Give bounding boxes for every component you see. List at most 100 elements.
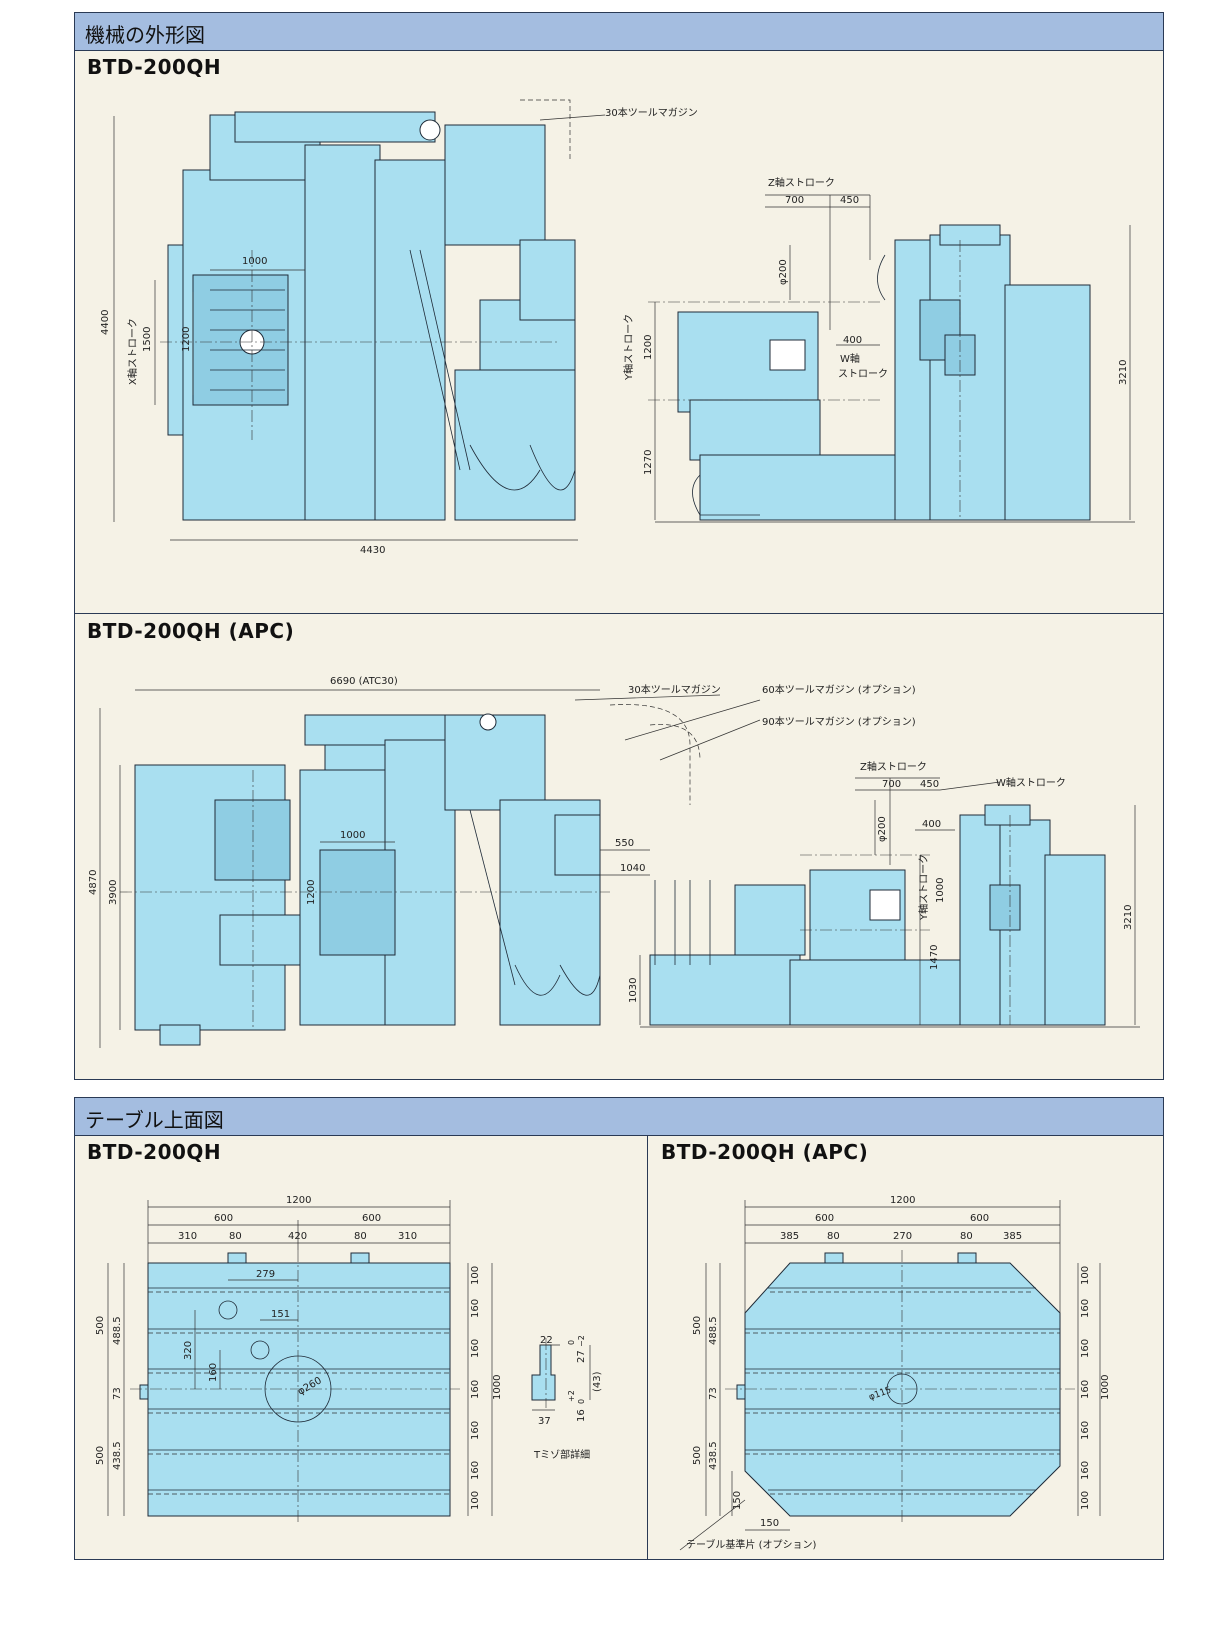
y-axis-stroke-label: Y軸ストローク bbox=[622, 314, 635, 381]
magazine-30: 30本ツールマガジン bbox=[628, 683, 721, 696]
dim-80-right-apc: 80 bbox=[960, 1231, 973, 1242]
tslot-tol-0b: 0 bbox=[577, 1399, 586, 1404]
dim-80-left: 80 bbox=[229, 1231, 242, 1242]
dim-400: 400 bbox=[843, 335, 862, 346]
dim-1200-y: 1200 bbox=[643, 335, 654, 360]
dim-1270: 1270 bbox=[643, 450, 654, 475]
right-dim-2: 160 bbox=[470, 1299, 481, 1318]
table-reference-label: テーブル基準片 (オプション) bbox=[686, 1538, 816, 1551]
dim-151: 151 bbox=[271, 1309, 290, 1320]
dim-500-bottom: 500 bbox=[95, 1446, 106, 1465]
dim-80-left-apc: 80 bbox=[827, 1231, 840, 1242]
dim-1000: 1000 bbox=[492, 1375, 503, 1400]
dim-500-top-apc: 500 bbox=[692, 1316, 703, 1335]
dim-6690: 6690 (ATC30) bbox=[330, 676, 398, 687]
dim-1000: 1000 bbox=[340, 830, 365, 841]
dim-385-right: 385 bbox=[1003, 1231, 1022, 1242]
apc-plan-view bbox=[99, 689, 761, 1048]
model-title-apc: BTD-200QH (APC) bbox=[87, 619, 295, 643]
tslot-dim-22: 22 bbox=[540, 1335, 553, 1346]
dim-1200: 1200 bbox=[306, 880, 317, 905]
side-view bbox=[648, 194, 1135, 523]
dim-438-5: 438.5 bbox=[112, 1441, 123, 1470]
dim-1200: 1200 bbox=[286, 1195, 311, 1206]
magazine-60: 60本ツールマガジン (オプション) bbox=[762, 683, 916, 696]
model-title: BTD-200QH bbox=[87, 55, 222, 79]
dim-3210-apc: 3210 bbox=[1123, 905, 1134, 930]
w-axis-label-stroke: ストローク bbox=[838, 368, 888, 380]
dim-500-bottom-apc: 500 bbox=[692, 1446, 703, 1465]
dim-600-right: 600 bbox=[362, 1213, 381, 1224]
dim-73-apc: 73 bbox=[708, 1387, 719, 1400]
tslot-detail bbox=[531, 1338, 591, 1411]
dim-488-5-apc: 488.5 bbox=[708, 1316, 719, 1345]
dim-279: 279 bbox=[256, 1269, 275, 1280]
dim-1500: 1500 bbox=[142, 327, 153, 352]
right-dim-6-apc: 160 bbox=[1080, 1461, 1091, 1480]
tslot-tol-plus2: +2 bbox=[567, 1390, 576, 1402]
section-divider bbox=[647, 1136, 648, 1559]
section-title: 機械の外形図 bbox=[85, 23, 205, 47]
tslot-dim-43: (43) bbox=[592, 1371, 603, 1392]
dim-phi200: φ200 bbox=[778, 259, 789, 285]
dim-150-horizontal: 150 bbox=[760, 1518, 779, 1529]
dim-600-right-apc: 600 bbox=[970, 1213, 989, 1224]
dim-700-apc: 700 bbox=[882, 779, 901, 790]
dim-385-left: 385 bbox=[780, 1231, 799, 1242]
dim-4870: 4870 bbox=[88, 870, 99, 895]
dim-4400: 4400 bbox=[100, 310, 111, 335]
dim-420: 420 bbox=[288, 1231, 307, 1242]
dim-400-apc: 400 bbox=[922, 819, 941, 830]
right-dim-5-apc: 160 bbox=[1080, 1421, 1091, 1440]
right-dim-3-apc: 160 bbox=[1080, 1339, 1091, 1358]
table-plan-b bbox=[679, 1200, 1101, 1551]
model-title: BTD-200QH bbox=[87, 1140, 222, 1164]
dim-600-left-apc: 600 bbox=[815, 1213, 834, 1224]
dim-438-5-apc: 438.5 bbox=[708, 1441, 719, 1470]
x-axis-stroke-label: X軸ストローク bbox=[126, 318, 139, 385]
dim-73: 73 bbox=[112, 1387, 123, 1400]
dim-1040: 1040 bbox=[620, 863, 645, 874]
dim-310-left: 310 bbox=[178, 1231, 197, 1242]
section-header: テーブル上面図 bbox=[75, 1098, 1163, 1136]
right-dim-7: 100 bbox=[470, 1491, 481, 1510]
magazine-label: 30本ツールマガジン bbox=[605, 106, 698, 119]
dim-310-right: 310 bbox=[398, 1231, 417, 1242]
right-dim-4-apc: 160 bbox=[1080, 1380, 1091, 1399]
tslot-dim-37: 37 bbox=[538, 1416, 551, 1427]
dim-3900: 3900 bbox=[108, 880, 119, 905]
dim-4430: 4430 bbox=[360, 545, 385, 556]
magazine-90: 90本ツールマガジン (オプション) bbox=[762, 715, 916, 728]
dim-450: 450 bbox=[840, 195, 859, 206]
right-dim-4: 160 bbox=[470, 1380, 481, 1399]
dim-150-vertical: 150 bbox=[732, 1491, 743, 1510]
section-title: テーブル上面図 bbox=[85, 1108, 224, 1132]
right-dim-5: 160 bbox=[470, 1421, 481, 1440]
dim-450-apc: 450 bbox=[920, 779, 939, 790]
dim-phi200-apc: φ200 bbox=[877, 816, 888, 842]
dim-3210: 3210 bbox=[1118, 360, 1129, 385]
y-axis-stroke-label-apc: Y軸ストローク bbox=[917, 854, 930, 921]
dim-1200-table: 1200 bbox=[181, 327, 192, 352]
tslot-tol-minus2: −2 bbox=[577, 1335, 586, 1347]
right-dim-2-apc: 160 bbox=[1080, 1299, 1091, 1318]
tslot-dim-27: 27 bbox=[576, 1350, 587, 1363]
dim-80-right: 80 bbox=[354, 1231, 367, 1242]
dim-700: 700 bbox=[785, 195, 804, 206]
dim-500-top: 500 bbox=[95, 1316, 106, 1335]
section-divider bbox=[75, 613, 1163, 614]
dim-550: 550 bbox=[615, 838, 634, 849]
dim-1470-apc: 1470 bbox=[929, 945, 940, 970]
apc-side-view bbox=[639, 777, 1140, 1028]
tslot-dim-16: 16 bbox=[576, 1409, 587, 1422]
z-axis-stroke-label-apc: Z軸ストローク bbox=[860, 760, 927, 773]
dim-160-hole: 160 bbox=[208, 1363, 219, 1382]
dim-270: 270 bbox=[893, 1231, 912, 1242]
right-dim-1: 100 bbox=[470, 1266, 481, 1285]
w-axis-label: W軸 bbox=[840, 352, 860, 365]
dim-488-5: 488.5 bbox=[112, 1316, 123, 1345]
right-dim-6: 160 bbox=[470, 1461, 481, 1480]
tslot-label: Tミゾ部詳細 bbox=[533, 1448, 590, 1461]
plan-view bbox=[113, 99, 578, 541]
